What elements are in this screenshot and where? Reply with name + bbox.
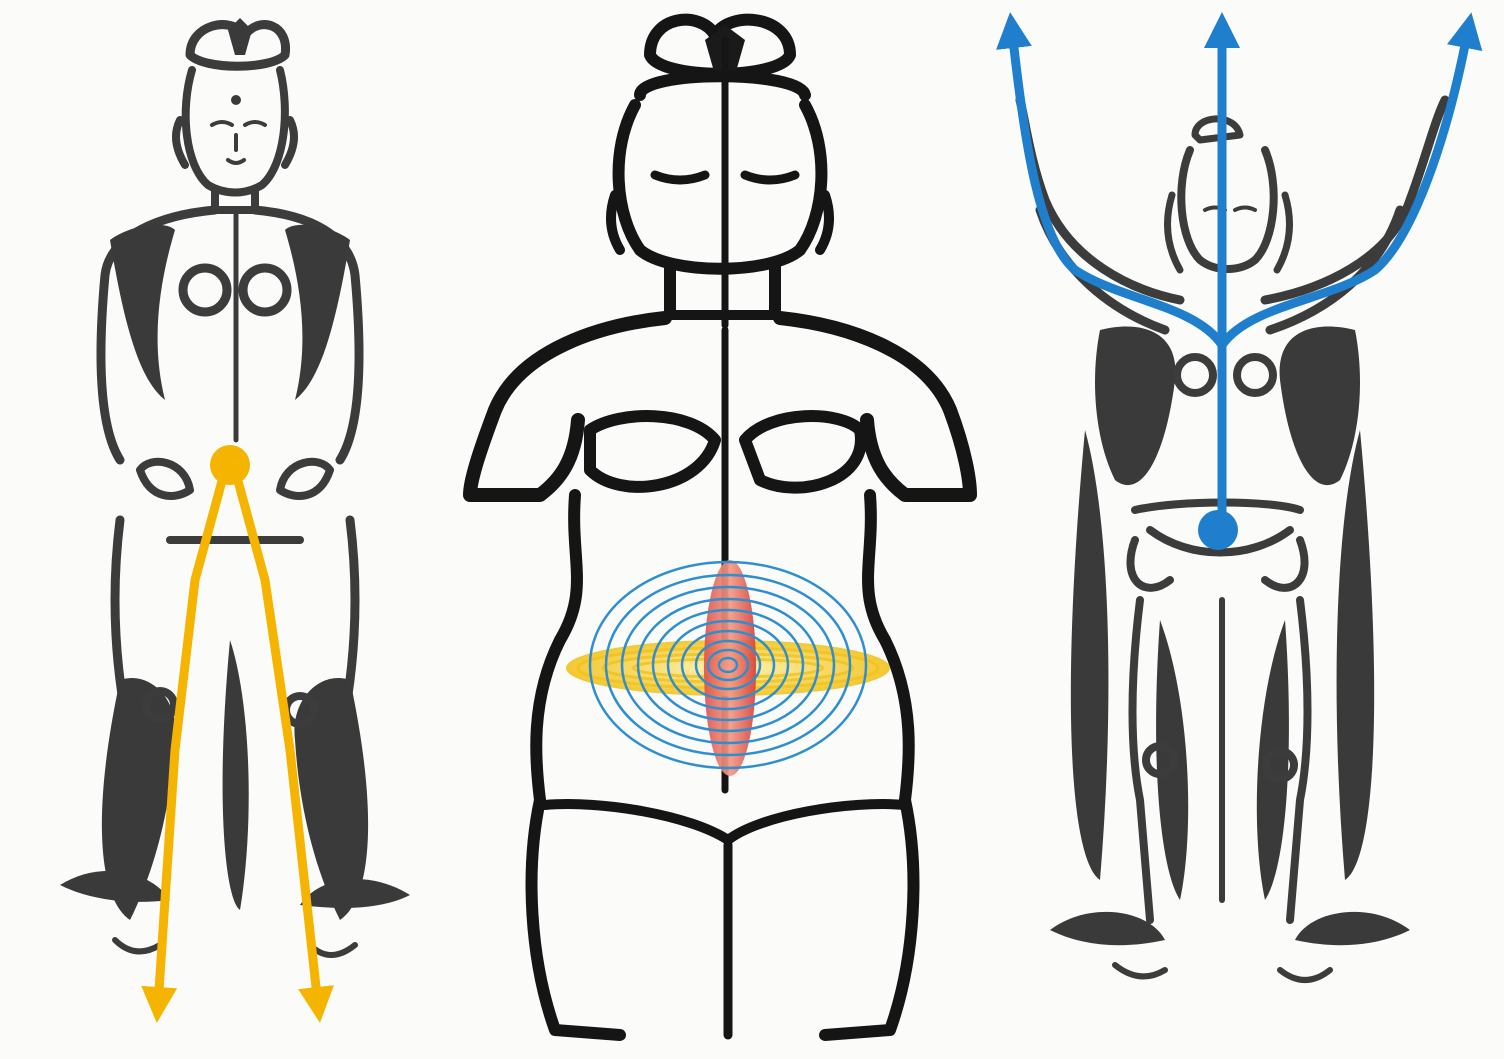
left-figure (60, 18, 410, 1005)
right-up-arrow (1222, 30, 1468, 345)
center-figure (470, 20, 970, 1035)
concentric-energy-rings (566, 560, 890, 776)
right-figure (1012, 30, 1468, 980)
upward-flow-arrows (1012, 30, 1468, 550)
pelvis-energy-point (210, 445, 250, 485)
